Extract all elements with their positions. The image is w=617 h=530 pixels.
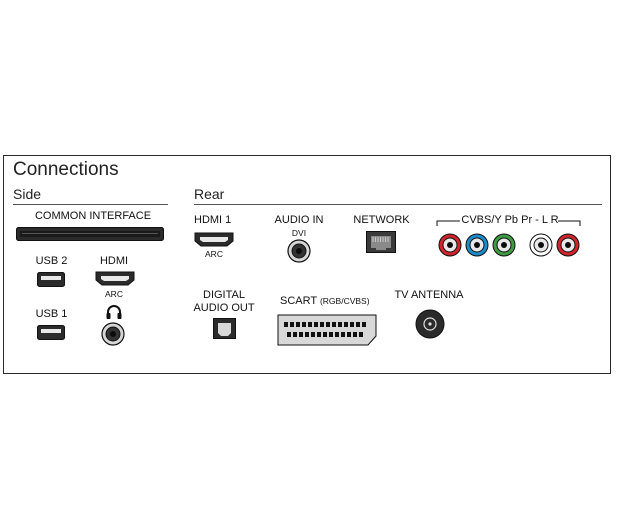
rca-blue-port[interactable] — [465, 233, 489, 257]
section-side: Side — [13, 186, 42, 202]
rca-white-audio-port[interactable] — [529, 233, 553, 257]
audio-in-jack[interactable] — [287, 239, 311, 263]
hdmi1-port[interactable] — [194, 232, 234, 247]
scart-port[interactable] — [277, 314, 377, 346]
hdmi1-arc: ARC — [205, 249, 223, 259]
usb2-port[interactable] — [37, 272, 65, 287]
cvbs-bracket — [436, 216, 581, 228]
digital-audio-out-port[interactable] — [213, 318, 236, 339]
rca-red-audio-port[interactable] — [556, 233, 580, 257]
usb1-label: USB 1 — [35, 308, 68, 320]
tv-antenna-port[interactable] — [415, 309, 445, 339]
tv-antenna-label: TV ANTENNA — [394, 289, 464, 301]
usb2-label: USB 2 — [35, 255, 68, 267]
common-interface-slot[interactable] — [16, 227, 164, 241]
usb1-port[interactable] — [37, 325, 65, 340]
side-divider — [13, 204, 168, 205]
headphone-icon — [105, 304, 123, 320]
connections-panel: Connections Side Rear COMMON INTERFACE U… — [3, 155, 611, 374]
cvbs-label: CVBS/Y Pb Pr - L R — [461, 214, 559, 226]
hdmi1-label: HDMI 1 — [194, 214, 232, 226]
network-port[interactable] — [366, 231, 396, 253]
audio-in-dvi: DVI — [291, 228, 307, 238]
common-interface-label: COMMON INTERFACE — [34, 210, 152, 222]
scart-label: SCART (RGB/CVBS) — [280, 295, 370, 307]
panel-title: Connections — [13, 159, 119, 180]
rca-green-port[interactable] — [492, 233, 516, 257]
rca-red-video-port[interactable] — [438, 233, 462, 257]
section-rear: Rear — [194, 186, 225, 202]
audio-in-label: AUDIO IN — [274, 214, 324, 226]
digital-audio-out-label-line2: AUDIO OUT — [193, 302, 255, 314]
headphone-jack[interactable] — [101, 322, 125, 346]
digital-audio-out-label-line1: DIGITAL — [203, 289, 245, 301]
rear-divider — [194, 204, 602, 205]
side-hdmi-port[interactable] — [95, 271, 135, 286]
side-hdmi-arc: ARC — [105, 289, 123, 299]
network-label: NETWORK — [353, 214, 410, 226]
side-hdmi-label: HDMI — [99, 255, 129, 267]
